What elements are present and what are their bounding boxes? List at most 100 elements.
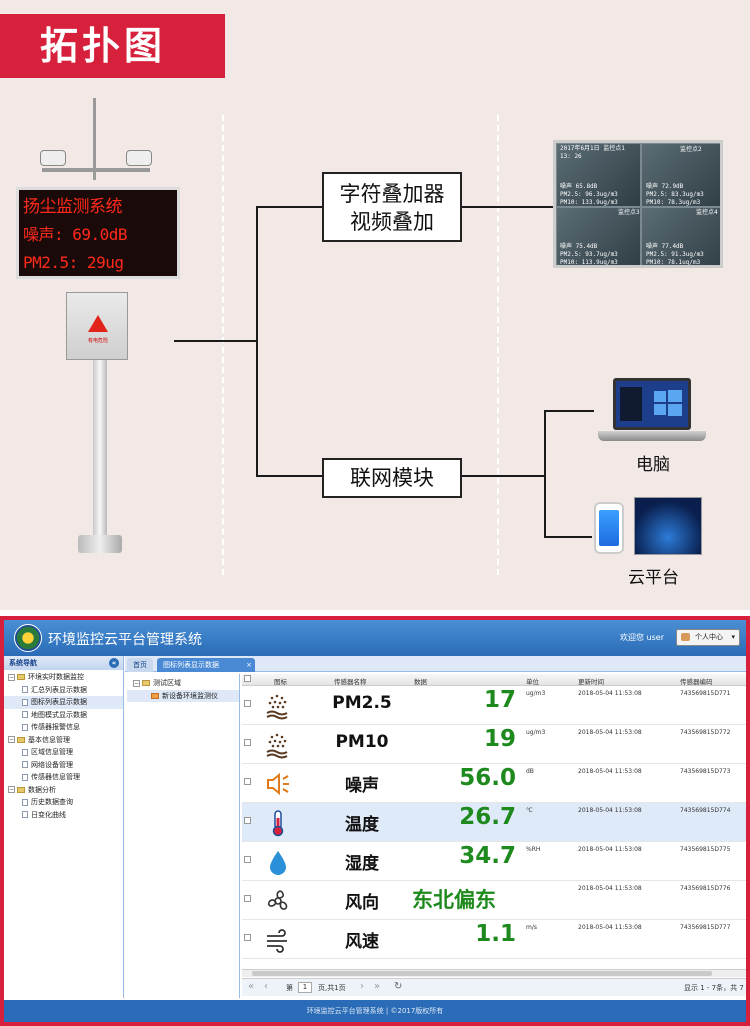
col-unit: 单位 [526, 678, 539, 686]
rss-icon [151, 692, 159, 699]
sidebar-item[interactable]: 传感器报警信息 [4, 721, 123, 734]
sensor-value: 26.7 [459, 804, 516, 830]
sidebar-item[interactable]: 历史数据查询 [4, 796, 123, 809]
collapse-icon[interactable]: « [109, 658, 119, 668]
folder-icon [17, 674, 25, 680]
sidebar-item-label: 环境实时数据监控 [28, 673, 84, 681]
folder-icon [142, 680, 150, 686]
cloud-label: 云平台 [628, 568, 679, 588]
divider-dashed-right [497, 115, 499, 575]
wind-vane-icon [40, 150, 66, 166]
sidebar-item[interactable]: 传感器信息管理 [4, 771, 123, 784]
area-device-label: 新设备环境监测仪 [162, 691, 218, 700]
wind-icon [264, 926, 292, 954]
sensor-code: 743569815D773 [680, 768, 731, 775]
overlay-box-line1: 字符叠加器 [339, 182, 445, 206]
tab-home[interactable]: 首页 [127, 658, 153, 672]
connector-branch-vertical [544, 410, 546, 538]
screen-header: 2017年6月1日 监控点1 13: 26 [560, 145, 625, 160]
area-tree-device[interactable]: 新设备环境监测仪 [127, 689, 239, 702]
next-page-icon[interactable]: › [360, 981, 364, 992]
area-tree-root[interactable]: −测试区域 [127, 677, 239, 690]
user-menu-label: 个人中心 [695, 633, 723, 641]
nav-tree: − 环境实时数据监控汇总列表显示数据图标列表显示数据地图模式显示数据传感器报警信息… [4, 670, 123, 821]
speaker-icon [264, 770, 292, 798]
sensor-unit: m/s [526, 924, 537, 931]
sidebar-item[interactable]: 网络设备管理 [4, 759, 123, 772]
sidebar-item[interactable]: 日变化曲线 [4, 809, 123, 822]
sensor-update-time: 2018-05-04 11:53:08 [578, 885, 642, 892]
screen-cam3: 监控点3 [618, 209, 640, 216]
row-checkbox[interactable] [244, 895, 251, 902]
sensor-value: 东北偏东 [412, 888, 496, 912]
app-footer: 环境监控云平台管理系统 | ©2017版权所有 [4, 1000, 746, 1022]
row-checkbox[interactable] [244, 817, 251, 824]
sidebar-item-label: 传感器信息管理 [31, 773, 80, 781]
first-page-icon[interactable]: « [248, 981, 255, 992]
collapse-toggle-icon[interactable]: − [8, 673, 15, 681]
row-checkbox[interactable] [244, 778, 251, 785]
sensor-update-time: 2018-05-04 11:53:08 [578, 846, 642, 853]
col-name: 传感器名称 [334, 678, 367, 686]
antenna [93, 98, 96, 180]
sidebar-item-label: 区域信息管理 [31, 748, 73, 756]
page-number-input[interactable]: 1 [298, 982, 312, 993]
row-checkbox[interactable] [244, 934, 251, 941]
pole-base [78, 535, 122, 553]
row-checkbox[interactable] [244, 739, 251, 746]
refresh-icon[interactable]: ↻ [394, 981, 403, 992]
sidebar-item[interactable]: −数据分析 [4, 784, 123, 797]
sensor-value: 17 [483, 687, 516, 713]
sensor-unit: ℃ [526, 807, 533, 814]
sensor-unit: ug/m3 [526, 729, 546, 736]
sensor-unit: %RH [526, 846, 541, 853]
welcome-text: 欢迎您 user [620, 633, 664, 642]
close-icon[interactable]: × [246, 661, 252, 669]
horizontal-scrollbar[interactable] [242, 969, 746, 977]
row-checkbox[interactable] [244, 700, 251, 707]
sidebar-item[interactable]: 区域信息管理 [4, 746, 123, 759]
connector-to-overlay [256, 206, 322, 208]
page-icon [22, 773, 28, 781]
sensor-code: 743569815D772 [680, 729, 731, 736]
tab-icon-list[interactable]: 图标列表显示数据 × [157, 658, 255, 672]
last-page-icon[interactable]: » [374, 981, 381, 992]
sensor-name: PM2.5 [332, 693, 392, 713]
tab-icon-list-label: 图标列表显示数据 [163, 661, 219, 669]
sidebar-item[interactable]: − 环境实时数据监控 [4, 671, 123, 684]
particles-icon [264, 692, 292, 720]
sidebar-item[interactable]: −基本信息管理 [4, 734, 123, 747]
sensor-update-time: 2018-05-04 11:53:08 [578, 690, 642, 697]
warning-icon [88, 315, 108, 332]
sensor-name: 湿度 [345, 854, 379, 874]
sensor-unit: dB [526, 768, 534, 775]
collapse-toggle-icon[interactable]: − [8, 736, 15, 743]
overlay-box: 字符叠加器 视频叠加 [322, 172, 462, 242]
user-menu-button[interactable]: 个人中心 ▾ [676, 629, 740, 646]
collapse-toggle-icon[interactable]: − [133, 679, 140, 687]
sidebar-item[interactable]: 图标列表显示数据 [4, 696, 123, 709]
laptop-base [598, 431, 706, 441]
connector-to-screen [462, 206, 554, 208]
led-line-title: 扬尘监测系统 [23, 197, 123, 217]
sidebar-item[interactable]: 地图模式显示数据 [4, 709, 123, 722]
screen-cell1: 噪声 65.8dB PM2.5: 96.3ug/m3 PM10: 133.9ug… [560, 183, 618, 206]
led-display-board: 扬尘监测系统 噪声: 69.0dB PM2.5: 29ug [16, 187, 180, 279]
row-checkbox[interactable] [244, 856, 251, 863]
collapse-toggle-icon[interactable]: − [8, 786, 15, 793]
connector-to-laptop [544, 410, 594, 412]
connector-to-cloud [544, 536, 592, 538]
prev-page-icon[interactable]: ‹ [264, 981, 268, 992]
app-title: 环境监控云平台管理系统 [48, 632, 202, 648]
sidebar-item[interactable]: 汇总列表显示数据 [4, 684, 123, 697]
select-all-checkbox[interactable] [244, 675, 251, 682]
sensor-name: 风速 [345, 932, 379, 952]
sensor-value: 1.1 [475, 921, 516, 947]
